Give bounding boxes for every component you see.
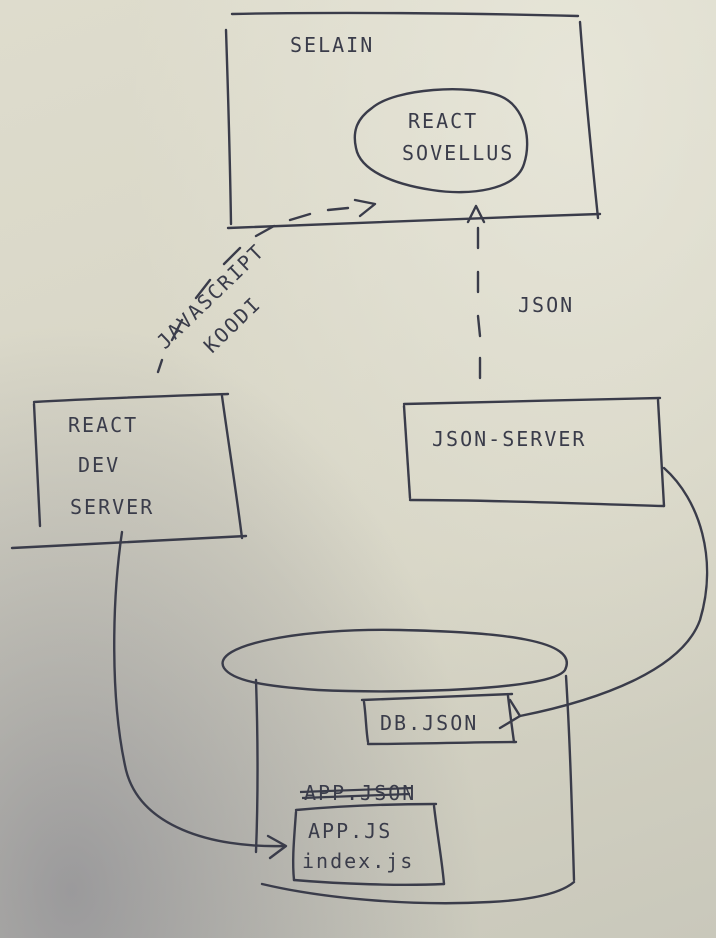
dev-server-box [10, 392, 248, 550]
json-server-label: JSON-SERVER [432, 427, 586, 451]
edge-javascript [156, 198, 377, 374]
browser-label: SELAIN [290, 33, 374, 57]
crossed-out-label: APP.JSON [304, 781, 416, 805]
edge-dev-server-to-files [113, 530, 288, 860]
db-json-file [360, 692, 518, 746]
react-app-blob [353, 88, 529, 194]
json-server-box [402, 396, 666, 508]
source-file-1-label: APP.JS [308, 819, 392, 843]
edge-json-label: JSON [518, 293, 574, 317]
react-app-label-line2: SOVELLUS [402, 141, 514, 165]
dev-server-label-line1: REACT [68, 413, 138, 437]
strike-line-2 [301, 792, 411, 800]
strike-line-1 [299, 786, 413, 794]
database-cylinder [221, 628, 576, 905]
react-app-label-line1: REACT [408, 109, 478, 133]
dev-server-label-line2: DEV [78, 453, 120, 477]
db-json-label: DB.JSON [380, 711, 478, 735]
source-file-2-label: index.js [302, 849, 414, 873]
source-files-box [291, 802, 446, 886]
edge-json [466, 204, 486, 380]
dev-server-label-line3: SERVER [70, 495, 154, 519]
edge-json-server-to-db [498, 466, 709, 730]
